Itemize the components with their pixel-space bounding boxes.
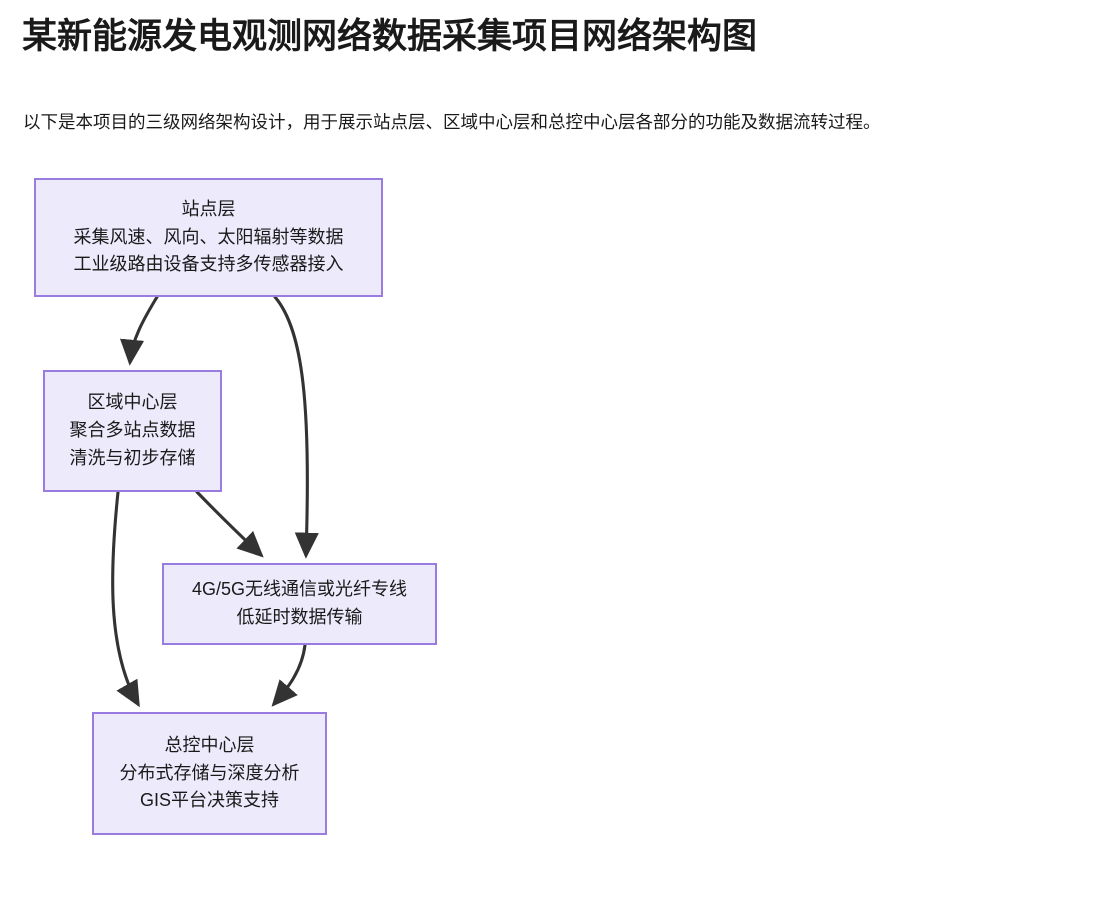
flowchart-diagram: 站点层 采集风速、风向、太阳辐射等数据 工业级路由设备支持多传感器接入 区域中心…	[0, 150, 1094, 898]
node-transport-link-line-1: 4G/5G无线通信或光纤专线	[191, 579, 408, 600]
node-station-layer-line-3: 工业级路由设备支持多传感器接入	[73, 254, 344, 275]
node-regional-center-layer-line-3: 清洗与初步存储	[69, 447, 196, 468]
flowchart-edges-layer	[111, 295, 319, 708]
node-station-layer-line-2: 采集风速、风向、太阳辐射等数据	[73, 226, 344, 247]
page-title: 某新能源发电观测网络数据采集项目网络架构图	[22, 17, 758, 56]
node-control-center-layer-line-3: GIS平台决策支持	[139, 790, 279, 811]
edge-transport-to-control	[271, 643, 307, 707]
node-transport-link-line-2: 低延时数据传输	[236, 607, 363, 627]
node-regional-center-layer-line-2: 聚合多站点数据	[69, 420, 196, 441]
edge-station-to-regional	[119, 295, 159, 366]
node-station-layer[interactable]: 站点层 采集风速、风向、太阳辐射等数据 工业级路由设备支持多传感器接入	[34, 178, 383, 297]
node-control-center-layer-line-1: 总控中心层	[164, 734, 255, 755]
node-regional-center-layer-line-1: 区域中心层	[87, 392, 178, 413]
edge-regional-to-transport	[195, 490, 264, 558]
node-control-center-layer-line-2: 分布式存储与深度分析	[119, 762, 300, 783]
node-transport-link[interactable]: 4G/5G无线通信或光纤专线 低延时数据传输	[162, 563, 437, 645]
edge-regional-to-control	[111, 490, 140, 708]
page-subtitle: 以下是本项目的三级网络架构设计，用于展示站点层、区域中心层和总控中心层各部分的功…	[23, 112, 881, 132]
node-control-center-layer[interactable]: 总控中心层 分布式存储与深度分析 GIS平台决策支持	[92, 712, 327, 835]
edge-station-to-transport	[273, 295, 319, 559]
node-regional-center-layer[interactable]: 区域中心层 聚合多站点数据 清洗与初步存储	[43, 370, 222, 492]
node-station-layer-line-1: 站点层	[181, 198, 236, 219]
